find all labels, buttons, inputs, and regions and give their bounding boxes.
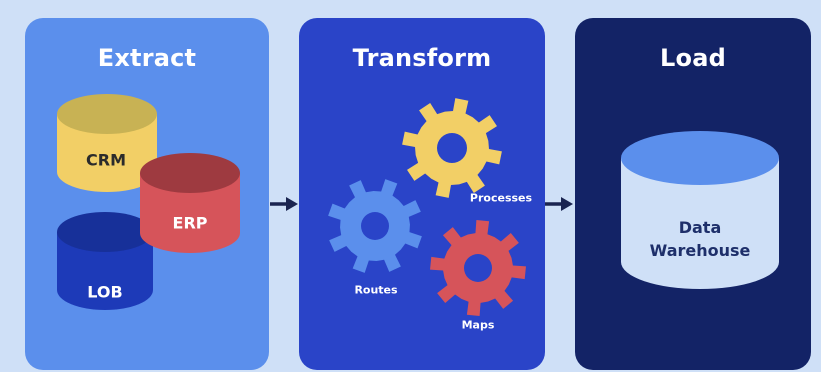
processes-label: Processes	[469, 191, 533, 205]
erp-database-icon	[140, 153, 240, 253]
arrow-transform-to-load	[545, 197, 573, 211]
transform-title: Transform	[352, 44, 492, 72]
load-title: Load	[660, 44, 726, 72]
data-warehouse-line-2: Warehouse	[649, 241, 751, 260]
routes-label: Routes	[354, 283, 398, 297]
routes-gear-icon	[328, 179, 422, 273]
maps-label: Maps	[461, 318, 495, 332]
data-warehouse-icon	[621, 131, 779, 289]
crm-label: CRM	[86, 150, 126, 170]
extract-title: Extract	[97, 44, 197, 72]
maps-gear-icon	[430, 220, 526, 316]
lob-label: LOB	[87, 282, 123, 302]
data-warehouse-label: Data Warehouse	[650, 216, 751, 262]
transform-panel: Transform	[299, 18, 545, 370]
erp-label: ERP	[172, 213, 208, 233]
data-warehouse-line-1: Data	[678, 218, 722, 237]
arrow-extract-to-transform	[270, 197, 298, 211]
lob-database-icon	[57, 212, 153, 310]
crm-database-icon	[57, 94, 157, 192]
processes-gear-icon	[402, 98, 502, 198]
